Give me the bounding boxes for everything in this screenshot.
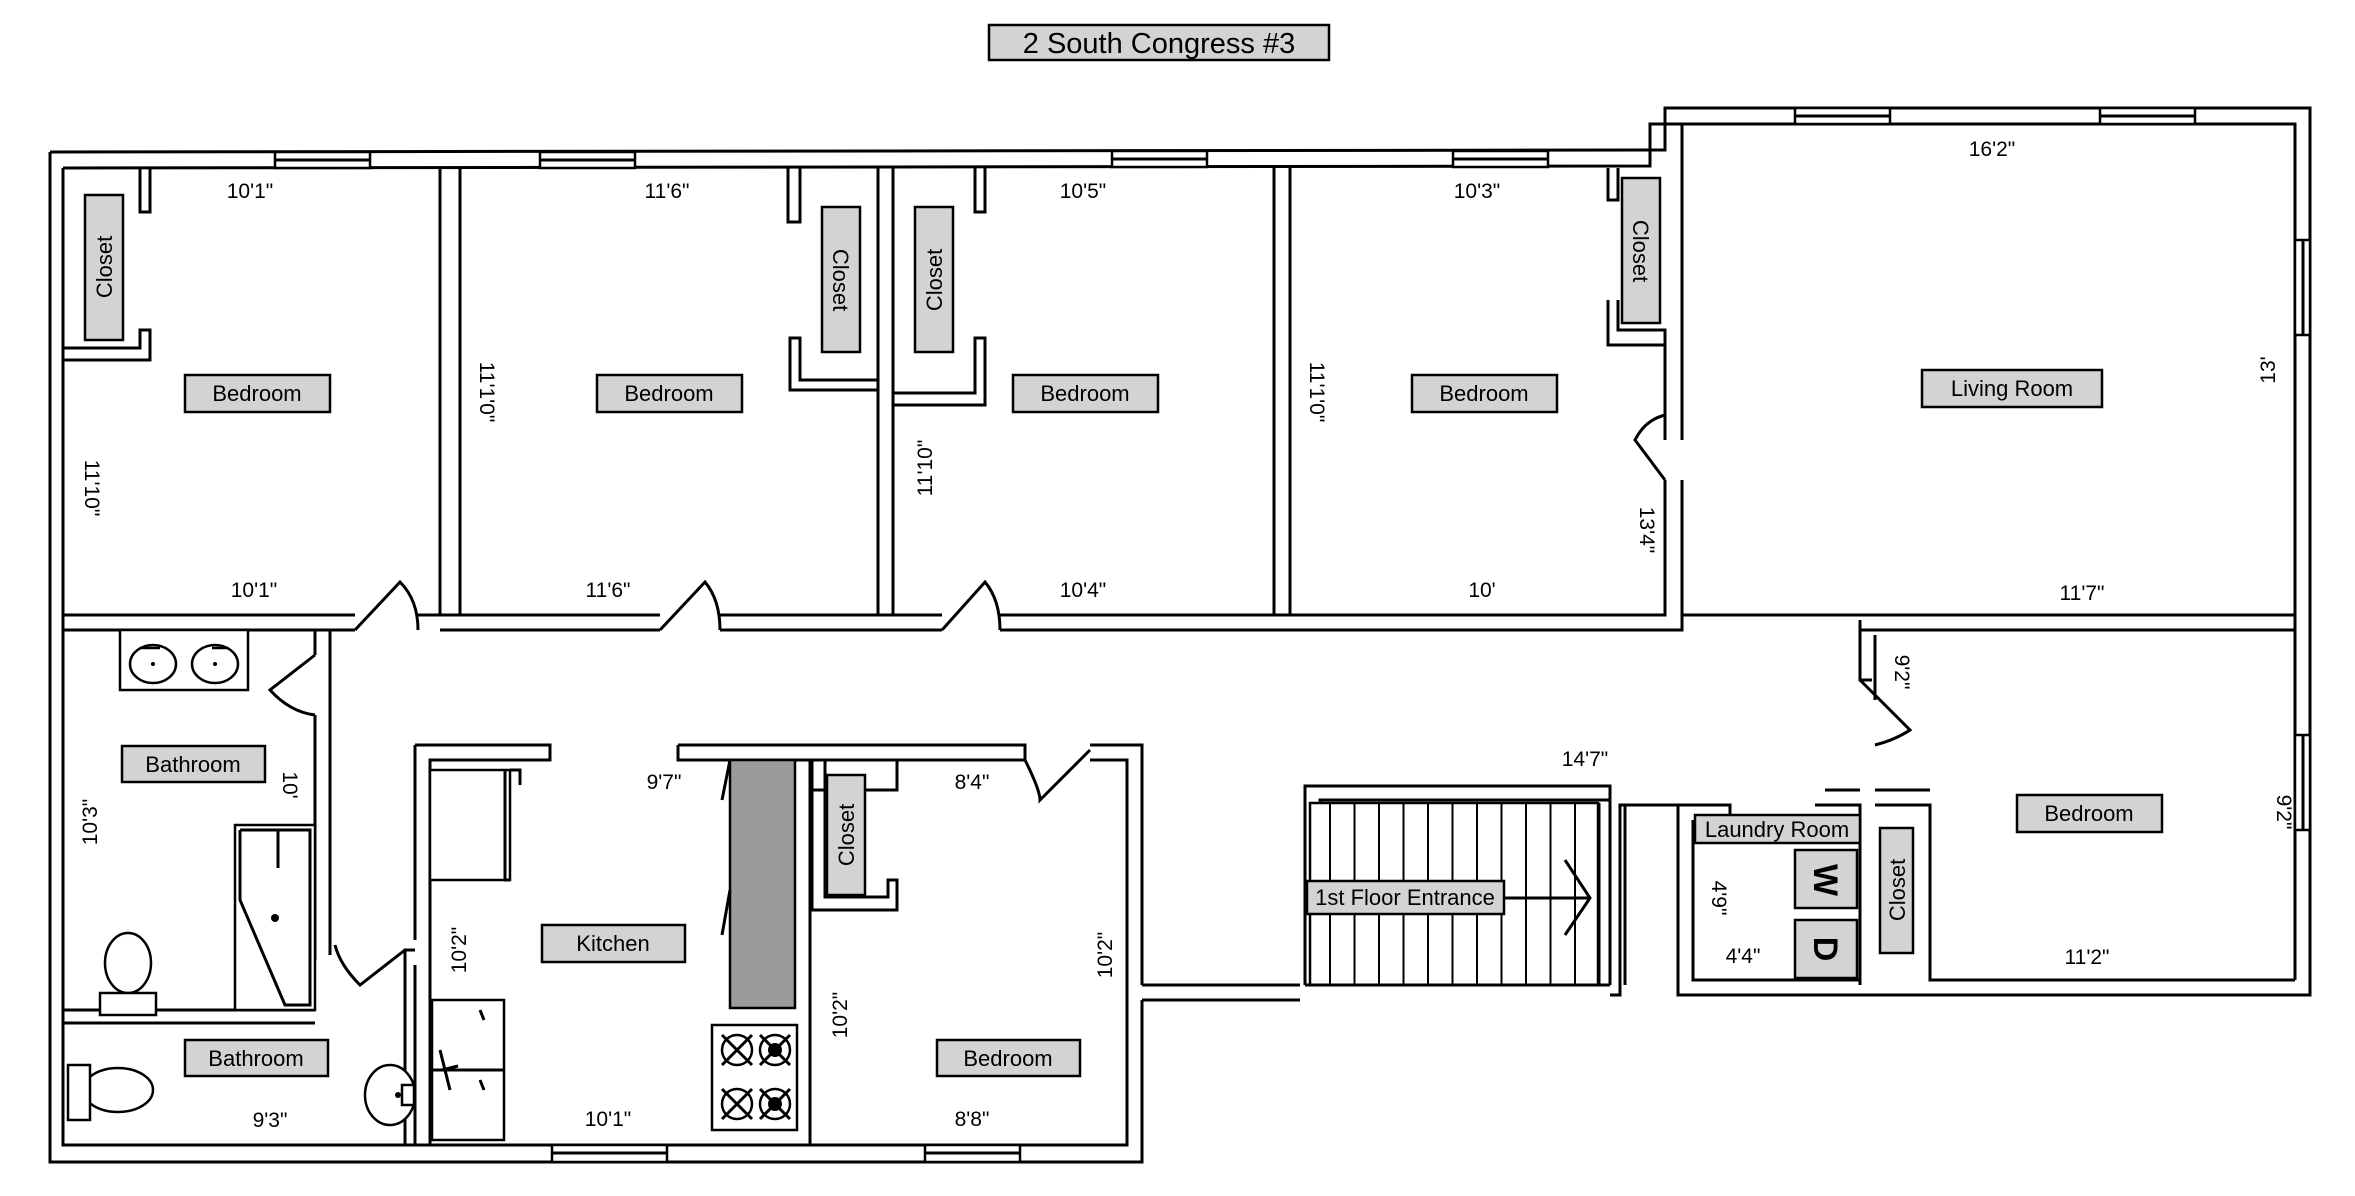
- dim-b2-bottom: 11'6": [586, 579, 631, 602]
- dim-kitchen-left: 10'2": [448, 927, 471, 974]
- room-label-kitchen: Kitchen: [540, 923, 687, 964]
- svg-text:Bathroom: Bathroom: [208, 1046, 303, 1071]
- dim-b4-bottom: 10': [1468, 579, 1495, 602]
- dim-lr-bottom: 11'7": [2060, 582, 2105, 605]
- dim-kitchen-bottom: 10'1": [585, 1108, 632, 1131]
- closet-b3: Closet: [893, 168, 987, 407]
- closet-b1: Closet: [63, 168, 152, 362]
- dim-b3-bottom: 10'4": [1060, 579, 1107, 602]
- dim-b5-top: 8'4": [955, 771, 990, 794]
- dim-hall: 14'7": [1562, 748, 1609, 771]
- closet-b4: Closet: [1606, 168, 1667, 347]
- dim-bath1-left: 10'3": [79, 799, 102, 846]
- svg-text:W: W: [1806, 864, 1844, 897]
- room-label-bedroom-3: Bedroom: [1011, 373, 1160, 414]
- doors: [267, 413, 1913, 987]
- svg-text:Bedroom: Bedroom: [1439, 381, 1528, 406]
- stove-burners: [720, 1033, 792, 1121]
- dim-b1-bottom: 10'1": [231, 579, 278, 602]
- svg-text:Bedroom: Bedroom: [212, 381, 301, 406]
- svg-text:Closet: Closet: [92, 236, 117, 298]
- dimension-labels: 10'1" 11'10" 10'1" 11'6" 11'1'0" 11'6" 1…: [79, 138, 2295, 1132]
- dim-b5-left: 10'2": [829, 992, 852, 1039]
- walls: [48, 106, 2312, 1164]
- svg-text:Bedroom: Bedroom: [624, 381, 713, 406]
- svg-text:Bedroom: Bedroom: [2044, 801, 2133, 826]
- svg-text:1st Floor Entrance: 1st Floor Entrance: [1315, 885, 1495, 910]
- dim-b2-top: 11'6": [645, 180, 690, 203]
- svg-text:Closet: Closet: [922, 249, 947, 311]
- room-label-bedroom-1: Bedroom: [183, 373, 332, 414]
- bathroom-2-fixtures: [66, 1063, 417, 1127]
- dim-b3-top: 10'5": [1060, 180, 1107, 203]
- closet-b2: Closet: [786, 168, 878, 392]
- windows: [273, 106, 2312, 1164]
- plan-title: 2 South Congress #3: [987, 23, 1331, 62]
- dim-bath1-right: 10': [278, 771, 301, 798]
- room-label-bedroom-6: Bedroom: [2015, 793, 2164, 834]
- dim-b2-left: 11'1'0": [475, 362, 498, 423]
- dim-lr-right: 13': [2257, 356, 2280, 383]
- room-label-entrance: 1st Floor Entrance: [1305, 879, 1506, 916]
- dim-laundry-left: 4'9": [1707, 881, 1730, 916]
- room-label-bathroom-2: Bathroom: [183, 1038, 330, 1078]
- dim-lr-top: 16'2": [1969, 138, 2016, 161]
- dim-b4-left: 11'1'0": [1305, 362, 1328, 423]
- room-label-bedroom-4: Bedroom: [1410, 373, 1559, 414]
- svg-text:Bedroom: Bedroom: [963, 1046, 1052, 1071]
- svg-text:Laundry Room: Laundry Room: [1705, 817, 1849, 842]
- svg-text:Kitchen: Kitchen: [576, 931, 649, 956]
- washer: W: [1793, 848, 1859, 910]
- dim-b6-left: 9'2": [1890, 655, 1913, 690]
- dim-bath2-bottom: 9'3": [253, 1109, 288, 1132]
- bathroom-1-fixtures: [98, 628, 317, 1017]
- dim-b1-top: 10'1": [227, 180, 274, 203]
- room-label-bathroom-1: Bathroom: [120, 744, 267, 784]
- dim-kitchen-top: 9'7": [647, 771, 682, 794]
- svg-text:Closet: Closet: [828, 249, 853, 311]
- dim-b6-bottom: 11'2": [2065, 946, 2110, 969]
- dim-b5-bottom: 8'8": [955, 1108, 990, 1131]
- svg-text:Closet: Closet: [1628, 220, 1653, 282]
- svg-text:Bathroom: Bathroom: [145, 752, 240, 777]
- closet-b5: Closet: [810, 760, 899, 912]
- dim-b5-right: 10'2": [1094, 932, 1117, 979]
- dim-b3-left: 11'10": [914, 440, 937, 497]
- svg-text:Closet: Closet: [834, 804, 859, 866]
- dim-b4-right: 13'4": [1635, 507, 1658, 554]
- room-label-laundry: Laundry Room: [1693, 813, 1862, 845]
- dim-b4-top: 10'3": [1454, 180, 1501, 203]
- svg-text:Closet: Closet: [1885, 859, 1910, 921]
- room-label-living-room: Living Room: [1920, 368, 2104, 409]
- svg-text:Living Room: Living Room: [1951, 376, 2073, 401]
- dim-b1-left: 11'10": [80, 460, 103, 517]
- svg-text:2 South Congress #3: 2 South Congress #3: [1023, 28, 1295, 60]
- dryer: D: [1793, 918, 1859, 980]
- room-label-bedroom-5: Bedroom: [935, 1038, 1082, 1078]
- room-label-bedroom-2: Bedroom: [595, 373, 744, 414]
- dim-b6-right: 9'2": [2272, 795, 2295, 830]
- svg-text:D: D: [1806, 937, 1844, 962]
- dim-laundry-bottom: 4'4": [1726, 945, 1761, 968]
- kitchen-fixtures: [428, 758, 799, 1142]
- closet-b6: Closet: [1878, 826, 1915, 955]
- svg-text:Bedroom: Bedroom: [1040, 381, 1129, 406]
